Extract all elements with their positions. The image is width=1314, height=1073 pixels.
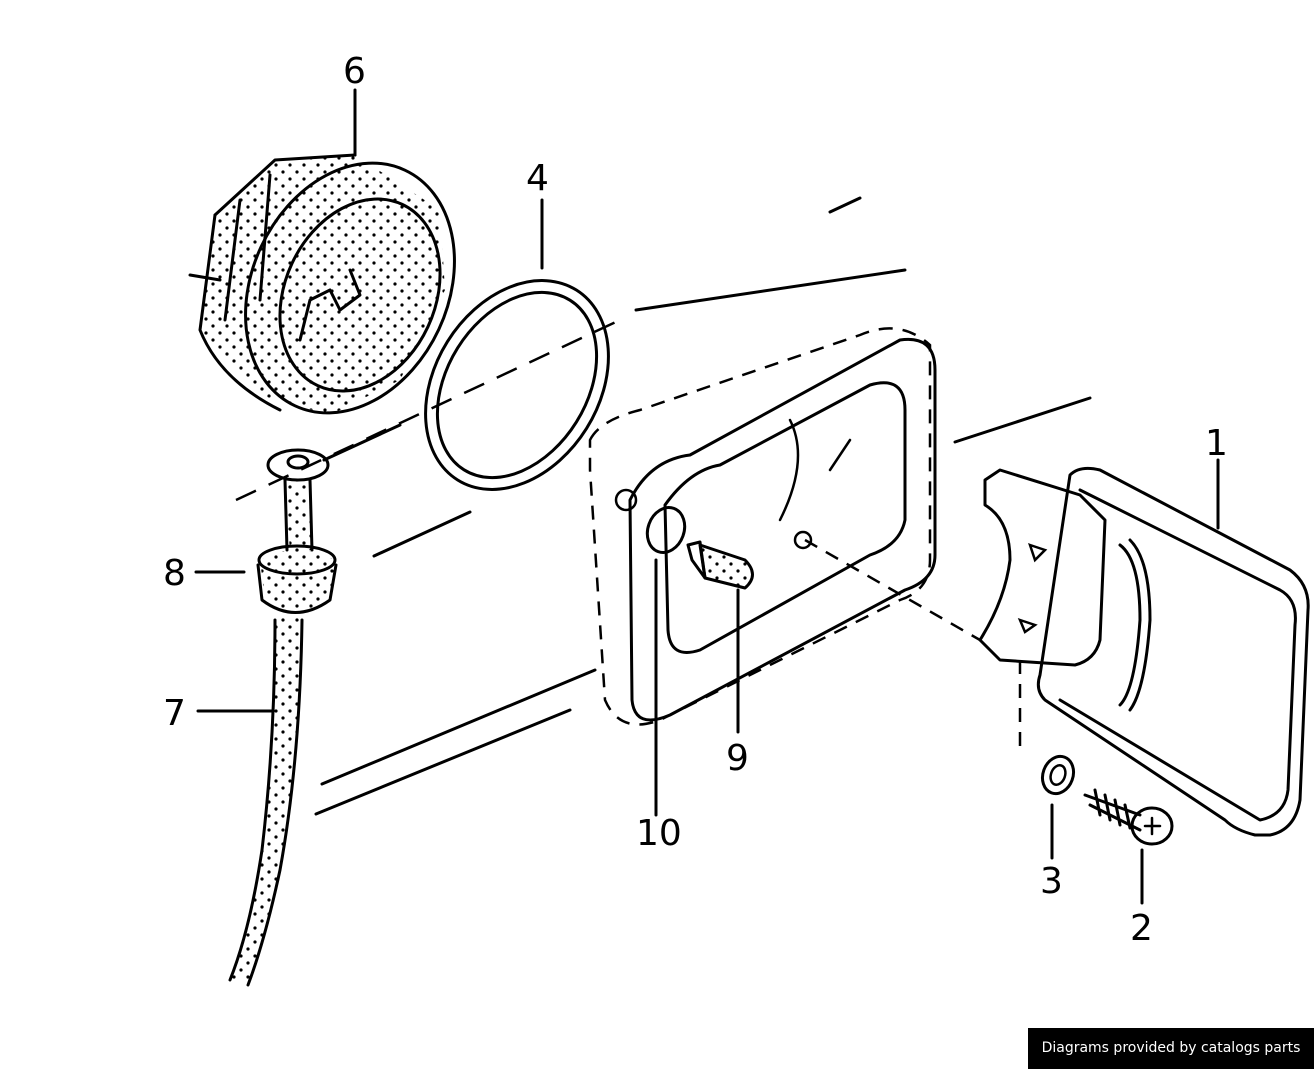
callout-2: 2: [1130, 908, 1153, 949]
callout-4: 4: [526, 158, 549, 199]
callout-3: 3: [1040, 861, 1063, 902]
body-panel-lines: [235, 196, 1092, 816]
callout-6: 6: [343, 51, 366, 92]
callout-7: 7: [163, 693, 186, 734]
callout-10: 10: [636, 813, 682, 854]
callout-9: 9: [726, 738, 749, 779]
part-6-filler-housing: [188, 88, 456, 415]
filler-neck-housing: [588, 327, 937, 726]
part-9-buffer-stop: [686, 540, 754, 734]
part-4-seal-ring: [424, 198, 610, 491]
part-2-screw: [1083, 788, 1174, 905]
part-7-drain-hose: [196, 615, 304, 987]
callout-1: 1: [1205, 423, 1228, 464]
callout-8: 8: [163, 553, 186, 594]
part-10-o-ring: [645, 506, 687, 817]
part-3-washer: [1040, 754, 1076, 860]
part-8-grommet: [194, 448, 338, 614]
credit-banner: Diagrams provided by catalogs parts: [1028, 1028, 1314, 1069]
part-1-fuel-flap: [804, 458, 1310, 837]
